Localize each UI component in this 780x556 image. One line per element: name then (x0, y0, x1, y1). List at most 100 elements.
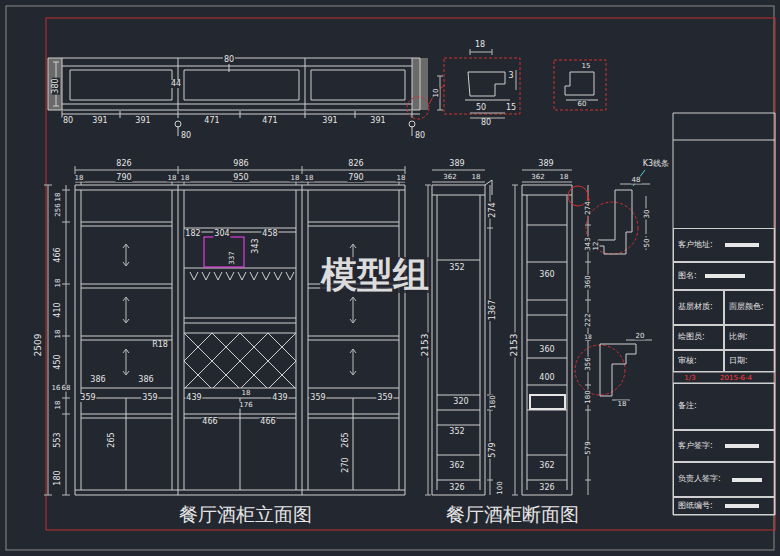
dimension-label: 44 (170, 80, 182, 88)
dimension-label: 182 (184, 230, 201, 238)
dimension-lines (425, 170, 493, 495)
dimension-label: 30 (644, 209, 651, 220)
sheet-frame (6, 6, 774, 550)
dimension-label: 362 (442, 174, 457, 181)
dimension-label: 12 (593, 241, 600, 252)
cell-label: 比例: (728, 333, 749, 342)
dimension-label: 18 (583, 334, 593, 340)
cell-label: 客户地址: (677, 241, 714, 250)
filled-bar (732, 478, 762, 482)
dimension-label: 180 (54, 469, 62, 486)
dimension-label: 471 (203, 117, 220, 125)
dimension-label: 18 (55, 192, 62, 203)
dimension-label: 265 (108, 431, 116, 448)
dimension-label: 18 (74, 175, 85, 182)
cell-label: 客户签字: (677, 442, 714, 451)
title-block-cell: 面层颜色: (724, 290, 775, 325)
dimension-label: 80 (180, 132, 192, 140)
dimension-label: 439 (271, 394, 288, 402)
glass-rack (190, 272, 294, 280)
dimension-label: 950 (232, 174, 249, 182)
dimension-label: 359 (309, 394, 326, 402)
dimension-label: 304 (213, 230, 230, 238)
filled-bar (725, 444, 759, 448)
dimension-label: 18 (290, 175, 301, 182)
dimension-label: 386 (89, 376, 106, 384)
dimension-label: 265 (342, 431, 350, 448)
dimension-label: 18 (241, 390, 252, 397)
dimension-label: 1367 (489, 299, 497, 321)
title-block-cell: 审核: (673, 350, 724, 372)
dimension-label: 826 (115, 160, 132, 168)
dimension-label: 100 (497, 480, 504, 495)
dimension-lines (512, 170, 591, 495)
dimension-label: 389 (537, 160, 554, 168)
dimension-label: 80 (480, 119, 492, 127)
cell-label: 审核: (677, 357, 698, 366)
dimension-label: 274 (489, 201, 497, 218)
dimension-label: 400 (538, 374, 555, 382)
dimension-label: 18 (55, 400, 62, 411)
plan-view (48, 58, 420, 110)
dimension-label: 352 (448, 428, 465, 436)
dimension-label: 180 (490, 394, 497, 409)
dimension-label: 356 (585, 356, 592, 371)
dimension-label: 391 (321, 117, 338, 125)
drawer-box (530, 395, 565, 409)
sheet-number: 1/3 (683, 375, 696, 382)
filled-bar (705, 274, 745, 278)
dimension-label: 18 (304, 175, 315, 182)
dimension-label: 18 (55, 278, 62, 289)
dimension-label: 18 (167, 175, 178, 182)
dimension-label: 553 (54, 431, 62, 448)
profile-detail (565, 72, 598, 100)
dimension-label: 2153 (510, 333, 519, 358)
dimension-label: 343 (252, 237, 260, 254)
title-block-cell: 负责人签字: (673, 462, 775, 497)
title-block-cell: 日期: (724, 350, 775, 372)
title-block-cell: 比例: (724, 325, 775, 350)
title-block-cell: 备注: (673, 383, 775, 430)
dimension-label: 18 (180, 175, 191, 182)
dimension-label: 180 (585, 389, 592, 404)
cell-label: 基层材质: (677, 303, 714, 312)
watermark: 模型组 (320, 257, 430, 293)
dimension-label: 15 (505, 104, 517, 112)
cell-label: 图名: (677, 272, 698, 281)
profile-detail (600, 344, 636, 396)
dimension-label: 50 (644, 238, 651, 249)
title-block-cell: 图纸编号: (673, 497, 775, 515)
title-block-cell: 基层材质: (673, 290, 724, 325)
dimension-lines (612, 340, 652, 400)
drawing-caption: 餐厅酒柜立面图 (178, 505, 313, 524)
title-block-cell: 客户地址: (673, 228, 775, 262)
dimension-label: 176 (238, 402, 253, 409)
dimension-label: 50 (475, 104, 487, 112)
dimension-label: 3 (507, 72, 514, 80)
dimension-label: 579 (585, 440, 592, 455)
dimension-label: 15 (581, 63, 592, 70)
drawing-caption: 餐厅酒柜断面图 (445, 505, 580, 524)
dimension-label: 362 (530, 174, 545, 181)
dimension-label: 2153 (421, 333, 430, 358)
dimension-label: 326 (448, 484, 465, 492)
cabinet-elevation (75, 185, 405, 495)
dimension-lines (590, 184, 650, 252)
title-block-cell: 绘图员: (673, 325, 724, 350)
dimension-label: 352 (448, 264, 465, 272)
filled-bar (725, 504, 759, 508)
dimension-label: 391 (134, 117, 151, 125)
dimension-label: 359 (79, 394, 96, 402)
detail-frame (444, 58, 520, 114)
dimension-label: 222 (585, 312, 592, 327)
detail-callout (407, 97, 429, 119)
dimension-label: 360 (538, 346, 555, 354)
dimension-label: 18 (396, 175, 407, 182)
dimension-label: 68 (61, 385, 72, 392)
title-block-cell: 客户签字: (673, 430, 775, 462)
cabinet-section (432, 180, 492, 495)
dimension-label: 986 (232, 160, 249, 168)
callout-label: K3线条 (642, 160, 670, 168)
dimension-label: 274 (585, 200, 592, 215)
